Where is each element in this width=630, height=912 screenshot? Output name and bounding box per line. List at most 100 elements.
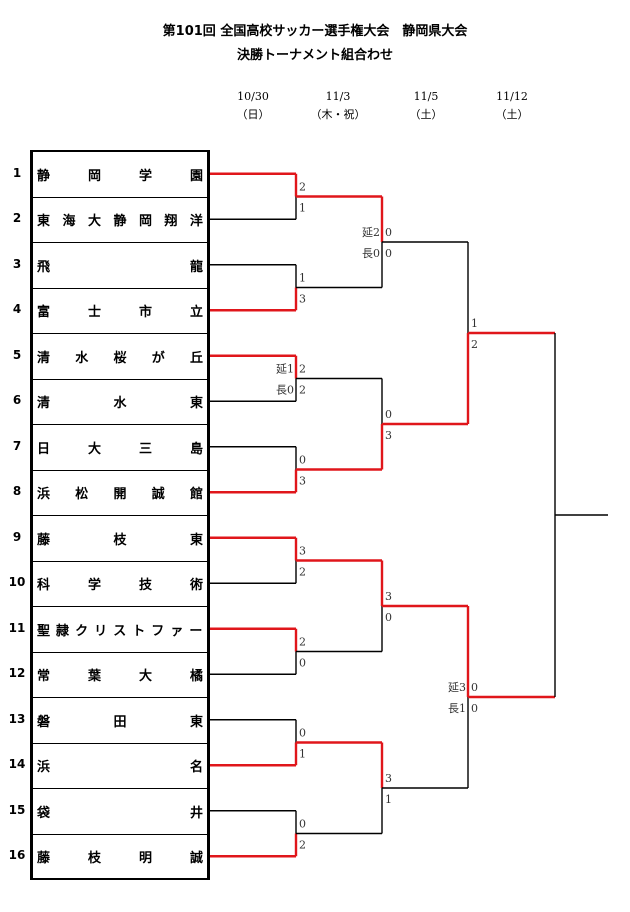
round-2-date-text: 11/3 [325,90,351,103]
team-name-char: 清 [37,350,51,366]
team-name-char: 東 [189,714,203,730]
round-3-date-text: 11/5 [413,90,439,103]
team-cell: 浜名 [32,742,208,788]
team-cell: 浜松開誠館 [32,469,208,515]
team-seed: 9 [12,529,22,544]
score-label: 0 [471,702,478,715]
team-seed: 3 [12,256,22,271]
team-seed: 12 [8,666,26,681]
team-name-char: 聖 [37,623,51,639]
title-line-1: 第101回 全国高校サッカー選手権大会 静岡県大会 [162,24,468,39]
team-name-char: 東 [189,532,203,548]
team-name-char: 学 [87,578,101,594]
score-label: 2 [299,839,306,852]
team-name-char: 大 [87,214,101,230]
round-3-date: 11/5 （土） [391,88,461,124]
score-label: 0 [385,611,392,624]
team-name-char: 枝 [87,850,101,866]
score-label: 1 [299,272,306,285]
score-label: 0 [299,657,306,670]
team-seed: 14 [8,757,26,772]
team-name-char: 士 [87,305,101,321]
team-name-char: 名 [189,760,203,776]
extra-time-note: 延1 [276,363,294,376]
team-name-char: が [151,350,165,366]
team-name-char: 丘 [189,350,203,366]
team-name-char: 誠 [151,487,165,503]
penalty-note: 長0 [362,247,380,260]
team-name-char: ス [113,623,127,639]
team-name-char: 浜 [37,760,51,776]
score-label: 3 [385,590,392,603]
team-name-char: 立 [189,305,203,321]
team-cell: 静岡学園 [32,151,208,197]
team-seed: 8 [12,484,22,499]
team-name-char: 市 [138,305,152,321]
team-cell: 磐田東 [32,697,208,743]
team-name-char: 枝 [113,532,127,548]
team-name-char: 常 [37,669,51,685]
score-label: 1 [299,748,306,761]
team-seed: 1 [12,165,22,180]
team-name-char: 飛 [37,259,51,275]
team-name-char: 三 [138,441,152,457]
team-name-char: 静 [37,168,51,184]
team-seed: 2 [12,211,22,226]
score-label: 0 [299,454,306,467]
team-name-char: 井 [189,805,203,821]
team-name-char: 水 [75,350,89,366]
score-label: 0 [385,226,392,239]
score-label: 2 [299,363,306,376]
team-name-char: 科 [37,578,51,594]
team-name-char: 大 [87,441,101,457]
round-1-day-text: （日） [236,108,270,121]
score-label: 1 [471,317,478,330]
team-cell: 藤枝東 [32,515,208,561]
penalty-note: 長1 [448,702,466,715]
team-cell: 東海大静岡翔洋 [32,196,208,242]
round-1-date: 10/30 （日） [218,88,288,124]
team-name-char: 技 [138,578,152,594]
team-name-char: 誠 [189,850,203,866]
score-label: 2 [471,338,478,351]
score-label: 1 [299,202,306,215]
score-label: 3 [299,545,306,558]
round-1-date-text: 10/30 [237,90,269,103]
score-label: 1 [385,793,392,806]
team-seed: 5 [12,347,22,362]
penalty-note: 長0 [276,384,294,397]
score-label: 3 [299,293,306,306]
score-label: 3 [385,772,392,785]
team-name-char: リ [94,623,108,639]
team-name-char: 術 [189,578,203,594]
team-name-char: 明 [138,850,152,866]
team-name-char: 開 [113,487,127,503]
team-name-char: 静 [113,214,127,230]
score-label: 2 [299,384,306,397]
team-name-char: 葉 [87,669,101,685]
team-name-char: フ [151,623,165,639]
team-seed: 10 [8,575,26,590]
team-name-char: 清 [37,396,51,412]
team-cell: 科学技術 [32,560,208,606]
team-name-char: 日 [37,441,51,457]
extra-time-note: 延3 [448,681,466,694]
team-name-char: 岡 [138,214,152,230]
team-name-char: ク [75,623,89,639]
team-name-char: 園 [189,168,203,184]
team-cell: 日大三島 [32,424,208,470]
team-seed: 15 [8,802,26,817]
team-name-char: 磐 [37,714,51,730]
team-cell: 清水東 [32,378,208,424]
round-4-date: 11/12 （土） [477,88,547,124]
team-name-char: ー [189,623,203,639]
team-name-char: 浜 [37,487,51,503]
team-seed: 7 [12,438,22,453]
team-name-char: 富 [37,305,51,321]
round-3-day-text: （土） [409,108,443,121]
score-label: 2 [299,636,306,649]
score-label: 0 [385,247,392,260]
team-name-char: 水 [113,396,127,412]
team-name-char: 東 [189,396,203,412]
